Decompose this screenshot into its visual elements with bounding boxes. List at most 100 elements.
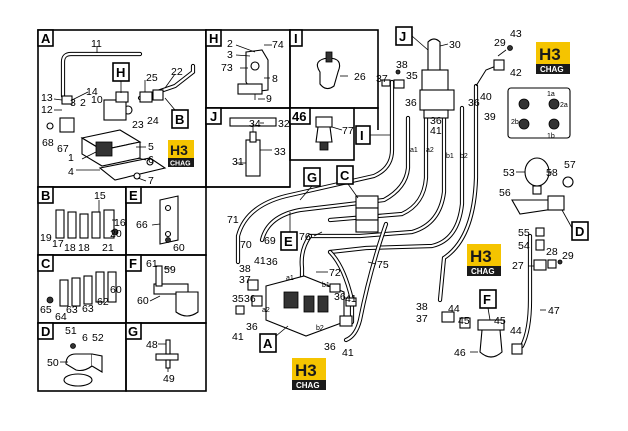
part-53: 53 <box>503 167 515 179</box>
part-32: 32 <box>278 118 290 130</box>
part-22: 22 <box>171 66 183 78</box>
callout-f-main: F <box>483 292 491 307</box>
part-10: 10 <box>91 94 103 106</box>
part-41-v3: 41 <box>345 293 357 305</box>
part-14: 14 <box>86 86 98 98</box>
port-a2-v: a2 <box>262 307 270 314</box>
part-72: 72 <box>329 267 341 279</box>
part-15: 15 <box>94 190 106 202</box>
part-47: 47 <box>548 305 560 317</box>
hose-47: 47 <box>519 233 560 349</box>
main-callouts: G C I E 71 69 70 76 75 <box>227 125 390 271</box>
panel-46-drawing: 77 <box>315 116 354 151</box>
part-2-a: 2 <box>80 97 86 109</box>
logo-text-a: CHAG <box>170 161 191 168</box>
part-11: 11 <box>91 38 102 50</box>
panel-a-drawing <box>46 46 196 182</box>
hose-bundle <box>235 79 479 343</box>
part-33: 33 <box>274 146 286 158</box>
part-16: 16 <box>114 217 126 229</box>
part-77: 77 <box>342 125 354 137</box>
part-65: 65 <box>40 304 52 316</box>
part-42: 42 <box>510 67 522 79</box>
part-56: 56 <box>499 187 511 199</box>
part-27: 27 <box>512 260 524 272</box>
port-b1-j: b1 <box>446 153 454 160</box>
filter-assembly: F 46 44 45 45 44 38 37 <box>416 289 523 359</box>
port-1b: 1b <box>547 133 555 140</box>
panel-letter-h: H <box>209 31 218 46</box>
part-5: 5 <box>148 141 154 153</box>
part-36-v3: 36 <box>246 321 258 333</box>
part-41-v4: 41 <box>342 347 354 359</box>
panel-j-drawing: 34 32 33 31 <box>229 117 290 177</box>
callout-i-main: I <box>360 128 364 143</box>
logo-text-mid: CHAG <box>471 267 495 276</box>
panel-h-drawing: 2 3 74 73 8 9 <box>221 38 284 105</box>
logo-mark-bottom: H3 <box>295 361 317 380</box>
part-1: 1 <box>68 152 74 164</box>
port-b2-v: b2 <box>316 325 324 332</box>
part-43: 43 <box>510 28 522 40</box>
part-35-j: 35 <box>406 70 418 82</box>
panel-c-drawing: 65 64 63 63 62 60 <box>40 271 122 323</box>
logo-panel-a: H3 CHAG <box>168 140 194 168</box>
port-2b: 2b <box>511 119 519 126</box>
part-37-f: 37 <box>416 313 428 325</box>
part-52: 52 <box>92 332 104 344</box>
port-a1-j: a1 <box>410 147 418 154</box>
panel-b-drawing: 15 16 19 17 18 18 20 21 <box>40 190 126 254</box>
panel-a-callouts: H B <box>112 62 189 129</box>
panel-g-drawing: 48 49 <box>146 339 179 385</box>
part-38-v: 38 <box>239 263 251 275</box>
part-8: 8 <box>272 73 278 85</box>
part-74: 74 <box>272 39 284 51</box>
logo-mid: H3 CHAG <box>467 244 501 276</box>
part-40: 40 <box>480 91 492 103</box>
part-67: 67 <box>57 143 69 155</box>
part-51: 51 <box>65 325 77 337</box>
part-34: 34 <box>249 118 261 130</box>
part-2-h: 2 <box>227 38 233 50</box>
part-36-v1: 36 <box>266 256 278 268</box>
callout-a-main: A <box>263 336 273 351</box>
callout-h-in-a: H <box>116 65 125 80</box>
part-45-f1: 45 <box>458 315 470 327</box>
part-49: 49 <box>163 373 175 385</box>
part-9: 9 <box>266 93 272 105</box>
part-76: 76 <box>299 231 311 243</box>
part-37-j: 37 <box>376 73 388 85</box>
panel-letter-g: G <box>128 324 138 339</box>
logo-bottom: H3 CHAG <box>292 358 326 390</box>
panel-letter-c: C <box>41 256 51 271</box>
panel-e-drawing: 66 60 <box>136 195 185 254</box>
part-39: 39 <box>484 111 496 123</box>
panel-f-drawing: 61 59 60 <box>137 258 199 317</box>
part-20: 20 <box>110 228 122 240</box>
part-41-v2: 41 <box>232 331 244 343</box>
part-6-d: 6 <box>82 332 88 344</box>
part-28: 28 <box>546 246 558 258</box>
panel-letter-j: J <box>210 109 217 124</box>
accumulator-assembly: 53 58 57 56 D 55 54 27 28 29 <box>499 157 589 272</box>
part-4: 4 <box>68 166 74 178</box>
part-36-v4: 36 <box>334 291 346 303</box>
port-a1-v: a1 <box>286 275 294 282</box>
part-60-e: 60 <box>173 242 185 254</box>
part-61: 61 <box>146 258 158 270</box>
part-62: 62 <box>97 296 109 308</box>
part-31: 31 <box>232 156 244 168</box>
part-60-c: 60 <box>110 284 122 296</box>
part-59: 59 <box>164 264 176 276</box>
part-45-f2: 45 <box>494 315 506 327</box>
callout-e-main: E <box>284 234 293 249</box>
part-71: 71 <box>227 214 239 226</box>
panel-a-numbers: 11 22 25 14 13 12 3 2 10 23 24 68 67 1 5… <box>41 38 183 187</box>
panel-letter-i: I <box>294 31 298 46</box>
panel-i-drawing: 26 <box>316 51 366 90</box>
pilot-lever-assembly: J 30 38 35 37 36 36 41 36 40 39 a1 a2 b1… <box>376 26 522 160</box>
part-63-b: 63 <box>82 303 94 315</box>
panel-letter-d: D <box>41 324 50 339</box>
callout-d-main: D <box>575 224 584 239</box>
panel-i-edge <box>354 107 379 130</box>
